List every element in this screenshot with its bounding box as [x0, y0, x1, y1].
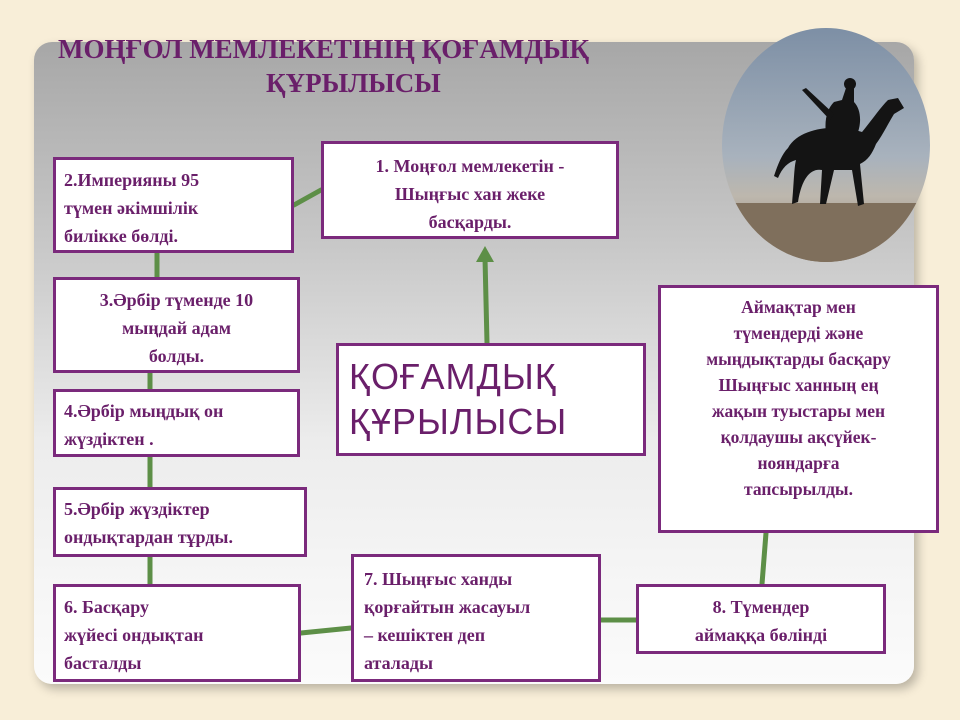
arrow-center-b1-shaft — [482, 255, 490, 346]
box-6-governance: 6. Басқару жүйесі ондықтан басталды — [53, 584, 301, 682]
box-3-text: 3.Әрбір түменде 10 мыңдай адам болды. — [99, 290, 254, 366]
box-4-text: 4.Әрбір мыңдық он жүздіктен . — [64, 401, 224, 449]
connector-b8-b9 — [759, 530, 769, 587]
box-9-text: Аймақтар мен түмендерді және мыңдықтарды… — [706, 297, 891, 499]
box-1-state-rule: 1. Моңғол мемлекетін - Шыңғыс хан жеке б… — [321, 141, 619, 239]
page-title: МОҢҒОЛ МЕМЛЕКЕТІНІҢ ҚОҒАМДЫҚ ҚҰРЫЛЫСЫ — [58, 32, 698, 100]
box-2-text: 2.Империяны 95 түмен әкімшілік билікке б… — [64, 170, 200, 246]
box-4-thousands: 4.Әрбір мыңдық он жүздіктен . — [53, 389, 300, 457]
title-line-1: МОҢҒОЛ МЕМЛЕКЕТІНІҢ ҚОҒАМДЫҚ — [58, 34, 590, 64]
center-title-box: ҚОҒАМДЫҚ ҚҰРЫЛЫСЫ — [336, 343, 646, 456]
box-1-text: 1. Моңғол мемлекетін - Шыңғыс хан жеке б… — [375, 156, 565, 232]
arrow-head-icon — [476, 246, 494, 262]
box-8-regions: 8. Түмендер аймаққа бөлінді — [636, 584, 886, 654]
box-5-text: 5.Әрбір жүздіктер ондықтардан тұрды. — [64, 499, 233, 547]
box-8-text: 8. Түмендер аймаққа бөлінді — [694, 597, 828, 645]
box-regions-administration: Аймақтар мен түмендерді және мыңдықтарды… — [658, 285, 939, 533]
connector-b2-b1 — [291, 187, 324, 208]
title-line-2: ҚҰРЫЛЫСЫ — [266, 68, 441, 98]
mongol-horseman-photo-icon — [722, 28, 930, 262]
box-6-text: 6. Басқару жүйесі ондықтан басталды — [64, 597, 204, 673]
connector-b6-b7 — [298, 625, 354, 636]
box-2-empire-division: 2.Империяны 95 түмен әкімшілік билікке б… — [53, 157, 294, 253]
box-5-hundreds: 5.Әрбір жүздіктер ондықтардан тұрды. — [53, 487, 307, 557]
box-7-text: 7. Шыңғыс ханды қорғайтын жасауыл – кеші… — [364, 569, 531, 673]
box-3-tumen-size: 3.Әрбір түменде 10 мыңдай адам болды. — [53, 277, 300, 373]
box-7-guard: 7. Шыңғыс ханды қорғайтын жасауыл – кеші… — [351, 554, 601, 682]
